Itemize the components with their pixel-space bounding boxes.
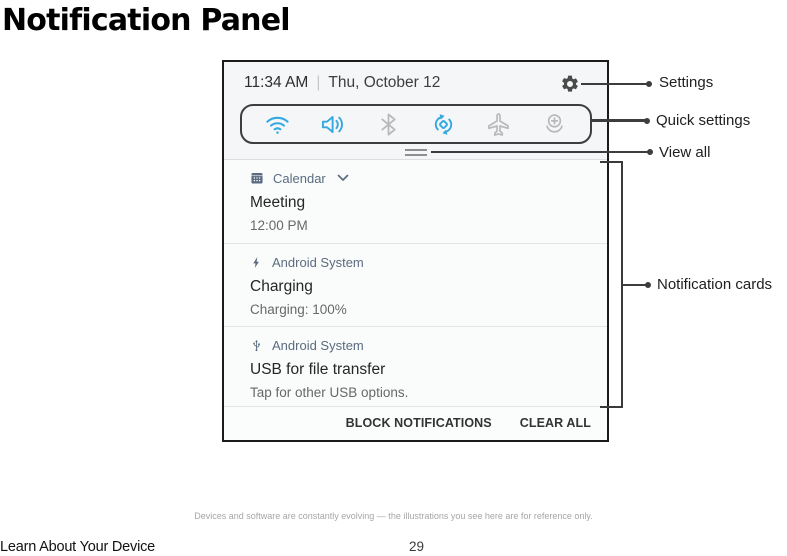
view-all-drag-handle[interactable]	[404, 149, 427, 159]
callout-line-notification-cards	[623, 284, 646, 286]
notification-title: Meeting	[250, 194, 306, 211]
callout-label-notification-cards: Notification cards	[657, 276, 773, 293]
quick-settings-bar	[240, 104, 592, 144]
notification-action-bar: BLOCK NOTIFICATIONS CLEAR ALL	[224, 407, 607, 439]
notification-subtitle: 12:00 PM	[250, 218, 308, 233]
callout-dot-notification-cards	[645, 282, 651, 288]
callout-label-view-all: View all	[659, 144, 711, 161]
status-date: Thu, October 12	[328, 74, 441, 91]
chapter-title: Learn About Your Device	[0, 539, 156, 555]
location-icon[interactable]	[541, 111, 568, 138]
notification-card-charging[interactable]: Android System Charging Charging: 100%	[224, 244, 607, 327]
page-title: Notification Panel	[2, 3, 291, 38]
app-name: Calendar	[273, 170, 326, 186]
notification-panel: 11:34 AM | Thu, October 12	[222, 60, 609, 442]
airplane-mode-icon[interactable]	[485, 111, 512, 138]
notification-subtitle: Tap for other USB options.	[250, 385, 409, 400]
block-notifications-button[interactable]: BLOCK NOTIFICATIONS	[345, 416, 492, 430]
chevron-down-icon[interactable]	[337, 174, 349, 182]
callout-line-view-all	[431, 151, 648, 153]
status-bar: 11:34 AM | Thu, October 12	[244, 74, 440, 92]
callout-dot-settings	[646, 81, 652, 87]
panel-top-section: 11:34 AM | Thu, October 12	[224, 62, 607, 160]
bolt-icon	[253, 256, 259, 268]
callout-dot-quick-settings	[644, 118, 650, 124]
gear-icon[interactable]	[560, 74, 580, 94]
usb-icon	[253, 339, 260, 351]
callout-label-settings: Settings	[659, 74, 714, 91]
app-name: Android System	[272, 254, 364, 270]
calendar-icon	[251, 173, 263, 184]
callout-bracket	[621, 161, 623, 408]
notification-card-usb[interactable]: Android System USB for file transfer Tap…	[224, 327, 607, 407]
volume-icon[interactable]	[319, 111, 346, 138]
notification-card-calendar[interactable]: Calendar Meeting 12:00 PM	[224, 160, 607, 244]
auto-rotate-icon[interactable]	[430, 111, 457, 138]
status-time: 11:34 AM	[244, 74, 309, 91]
callout-dot-view-all	[647, 149, 653, 155]
callout-line-quick-settings	[592, 119, 646, 122]
wifi-icon[interactable]	[264, 111, 291, 138]
callout-bracket-bottom	[600, 406, 623, 408]
callout-bracket-top	[600, 161, 623, 163]
bluetooth-icon[interactable]	[375, 111, 402, 138]
status-divider: |	[316, 74, 321, 91]
page-number: 29	[409, 539, 425, 554]
callout-label-quick-settings: Quick settings	[656, 112, 751, 129]
notification-subtitle: Charging: 100%	[250, 302, 347, 317]
notification-title: USB for file transfer	[250, 361, 386, 378]
callout-line-settings	[581, 83, 647, 85]
app-name: Android System	[272, 337, 364, 353]
clear-all-button[interactable]: CLEAR ALL	[519, 416, 591, 430]
reference-disclaimer: Devices and software are constantly evol…	[194, 511, 593, 521]
notification-title: Charging	[250, 278, 313, 295]
